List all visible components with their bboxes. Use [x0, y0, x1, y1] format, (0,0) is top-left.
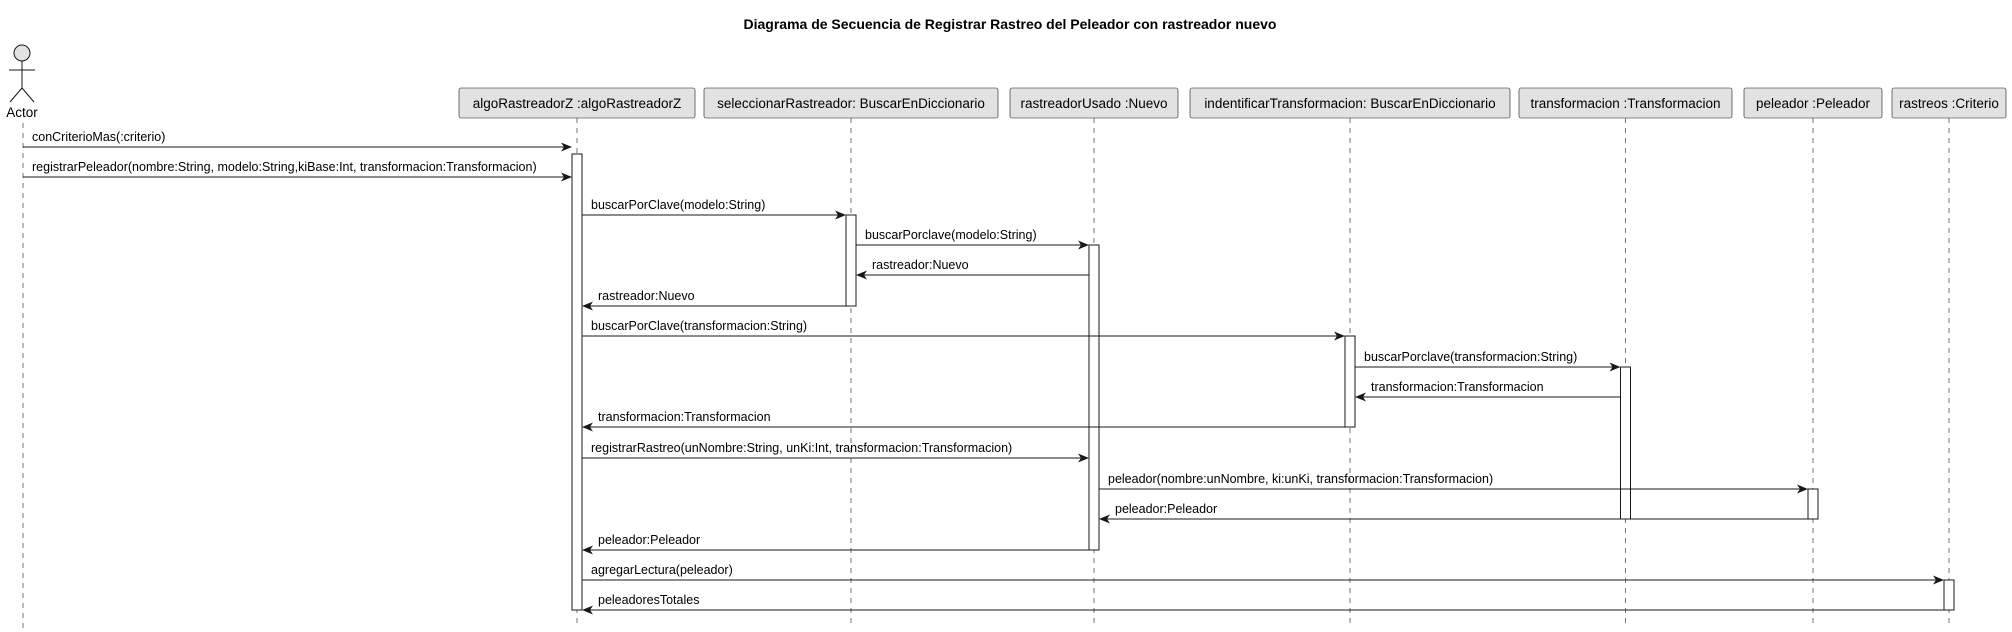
- participant-label: peleador :Peleador: [1756, 96, 1871, 111]
- activation-bar: [571, 153, 583, 611]
- arrowhead-icon: [582, 545, 593, 555]
- arrowhead-icon: [856, 270, 867, 280]
- arrowhead-icon: [1078, 240, 1089, 250]
- arrowhead-icon: [835, 210, 846, 220]
- arrowhead-icon: [1609, 362, 1621, 372]
- participant-label: seleccionarRastreador: BuscarEnDiccionar…: [717, 96, 985, 111]
- message-label: peleador:Peleador: [598, 533, 700, 547]
- arrowhead-icon: [582, 301, 593, 311]
- participant-label: algoRastreadorZ :algoRastreadorZ: [473, 96, 682, 111]
- return-arrow: transformacion:Transformacion: [582, 410, 1345, 432]
- message-label: peleador:Peleador: [1115, 502, 1217, 516]
- participant-label: rastreos :Criterio: [1899, 96, 1999, 111]
- participant-box: [1743, 87, 1883, 119]
- return-arrow: transformacion:Transformacion: [1355, 380, 1621, 402]
- participant-box: [1009, 87, 1179, 119]
- return-arrow: rastreador:Nuevo: [582, 289, 846, 311]
- return-arrow: peleadoresTotales: [582, 593, 1944, 615]
- message-arrow: buscarPorclave(modelo:String): [856, 228, 1089, 250]
- activation-bar: [1088, 244, 1100, 551]
- message-label: peleador(nombre:unNombre, ki:unKi, trans…: [1108, 472, 1493, 486]
- message-label: buscarPorClave(modelo:String): [591, 198, 765, 212]
- arrowhead-icon: [1078, 453, 1089, 463]
- participant-label: indentificarTransformacion: BuscarEnDicc…: [1204, 96, 1495, 111]
- arrowhead-icon: [1797, 484, 1808, 494]
- participant-box: [703, 87, 999, 119]
- message-arrow: registrarRastreo(unNombre:String, unKi:I…: [582, 441, 1089, 463]
- arrowhead-icon: [582, 605, 593, 615]
- participant-box: [458, 87, 696, 119]
- message-label: registrarRastreo(unNombre:String, unKi:I…: [591, 441, 1012, 455]
- participant-box: [1189, 87, 1511, 119]
- activation-bar: [1620, 366, 1631, 520]
- message-label: transformacion:Transformacion: [1371, 380, 1544, 394]
- participant-p1: algoRastreadorZ :algoRastreadorZ: [458, 87, 696, 628]
- participant-label: rastreadorUsado :Nuevo: [1020, 96, 1167, 111]
- message-label: peleadoresTotales: [598, 593, 699, 607]
- return-arrow: peleador:Peleador: [582, 533, 1089, 555]
- message-arrow: peleador(nombre:unNombre, ki:unKi, trans…: [1099, 472, 1808, 494]
- return-arrow: rastreador:Nuevo: [856, 258, 1089, 280]
- message-arrow: buscarPorClave(modelo:String): [582, 198, 846, 220]
- participant-p2: seleccionarRastreador: BuscarEnDiccionar…: [703, 87, 999, 628]
- stick-figure-icon: [9, 44, 35, 103]
- diagram-title: Diagrama de Secuencia de Registrar Rastr…: [744, 16, 1277, 32]
- arrowhead-icon: [582, 422, 593, 432]
- participant-box: [1518, 87, 1733, 119]
- message-label: registrarPeleador(nombre:String, modelo:…: [32, 160, 537, 174]
- participant-p6: peleador :Peleador: [1743, 87, 1883, 628]
- arrowhead-icon: [561, 142, 572, 152]
- return-arrow: peleador:Peleador: [1099, 502, 1808, 524]
- message-label: agregarLectura(peleador): [591, 563, 733, 577]
- participant-p4: indentificarTransformacion: BuscarEnDicc…: [1189, 87, 1511, 628]
- message-label: buscarPorClave(transformacion:String): [591, 319, 807, 333]
- activation-bar: [1943, 579, 1955, 611]
- message-label: buscarPorclave(modelo:String): [865, 228, 1037, 242]
- participant-box: [1891, 87, 2007, 119]
- message-arrow: agregarLectura(peleador): [582, 563, 1944, 585]
- arrowhead-icon: [561, 172, 572, 182]
- arrowhead-icon: [1355, 392, 1366, 402]
- message-label: transformacion:Transformacion: [598, 410, 771, 424]
- arrowhead-icon: [1334, 331, 1345, 341]
- actor-label: Actor: [6, 105, 38, 120]
- activation-bar: [1344, 335, 1356, 428]
- message-label: rastreador:Nuevo: [872, 258, 969, 272]
- participant-label: transformacion :Transformacion: [1530, 96, 1720, 111]
- participant-p7: rastreos :Criterio: [1891, 87, 2007, 628]
- message-label: conCriterioMas(:criterio): [32, 130, 165, 144]
- activation-bar: [845, 214, 857, 307]
- message-label: buscarPorclave(transformacion:String): [1364, 350, 1577, 364]
- message-arrow: registrarPeleador(nombre:String, modelo:…: [23, 160, 572, 182]
- message-arrow: conCriterioMas(:criterio): [23, 130, 572, 152]
- activation-bar: [1807, 488, 1819, 520]
- message-label: rastreador:Nuevo: [598, 289, 695, 303]
- arrowhead-icon: [1099, 514, 1110, 524]
- message-arrow: buscarPorclave(transformacion:String): [1355, 350, 1621, 372]
- arrowhead-icon: [1933, 575, 1944, 585]
- message-arrow: buscarPorClave(transformacion:String): [582, 319, 1345, 341]
